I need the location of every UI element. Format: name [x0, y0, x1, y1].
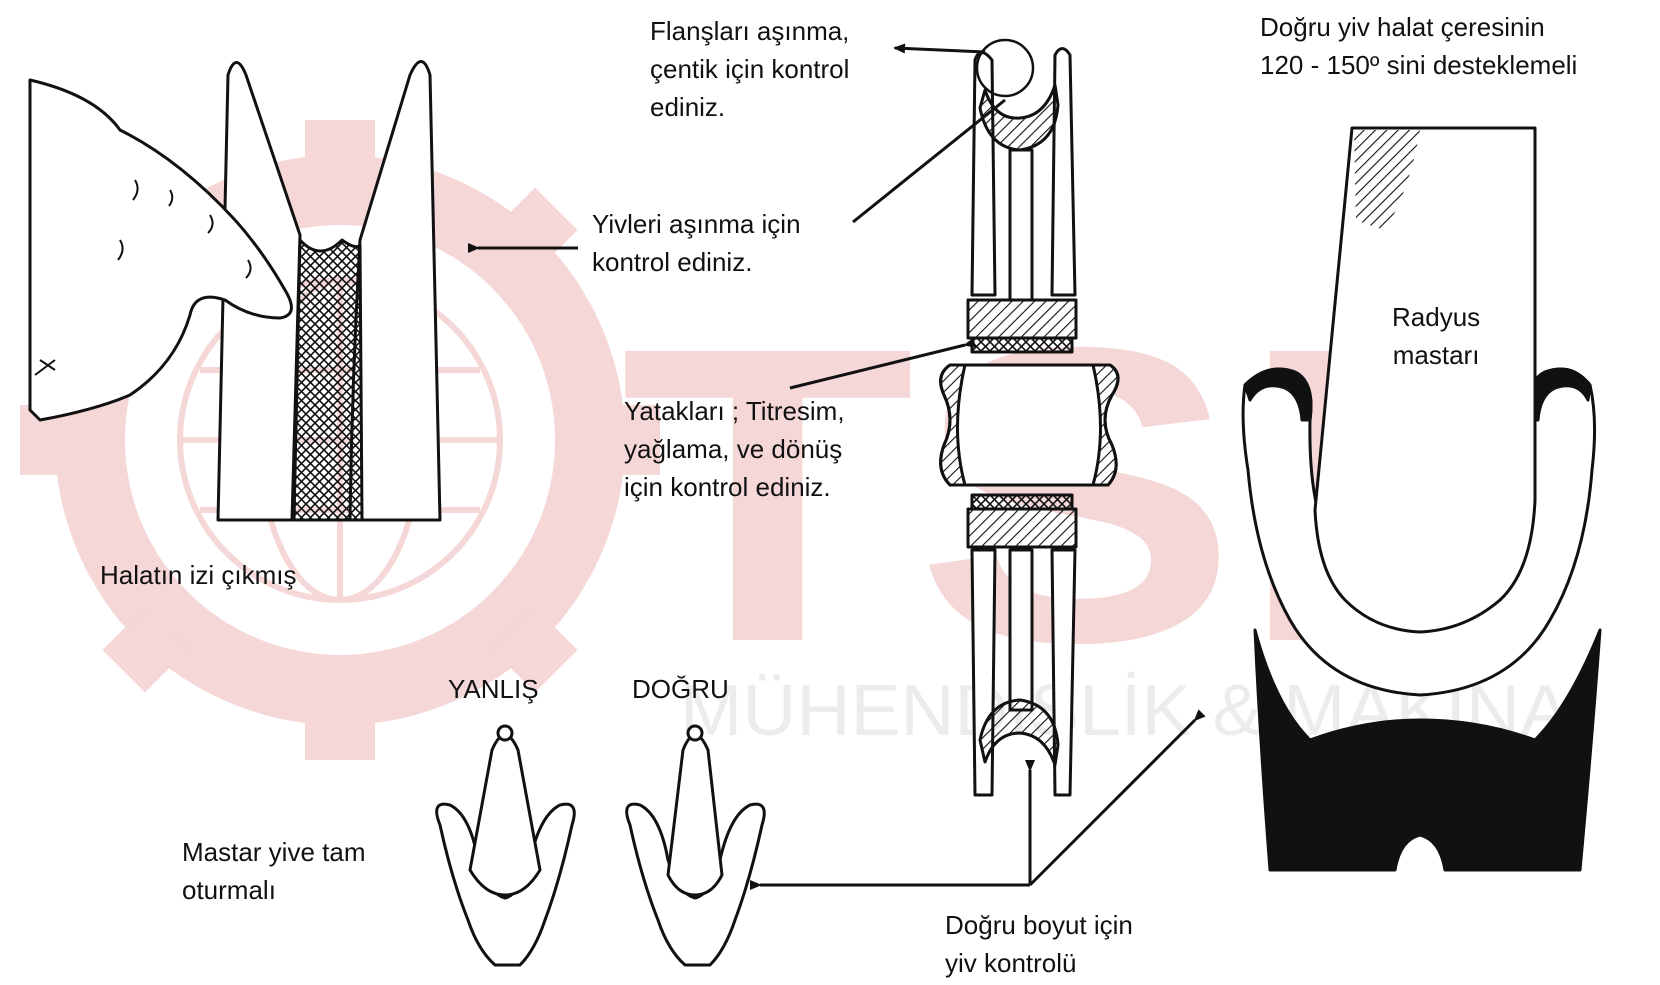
right-gauge	[666, 733, 724, 897]
upper-groove	[978, 83, 1060, 152]
hub-left-hatch	[939, 363, 967, 487]
gauge-fit-line-2: oturmalı	[182, 875, 276, 905]
lower-web	[1008, 548, 1034, 712]
gauge-fit-label: Mastar yive tam oturmalı	[182, 833, 366, 909]
bearing-check-label: Yatakları ; Titresim, yağlama, ve dönüş …	[624, 392, 845, 506]
right-gauge-hole	[686, 724, 704, 742]
wrong-groove	[435, 802, 576, 967]
radius-gauge-detail	[1241, 126, 1602, 872]
groove-check-line-2: kontrol ediniz.	[592, 247, 753, 277]
upper-bearing-liner	[970, 336, 1074, 354]
upper-bearing-housing	[966, 298, 1078, 340]
wrong-gauge-hole	[496, 724, 514, 742]
gauge-hatch	[1354, 130, 1420, 230]
groove-leader	[852, 98, 1006, 224]
bearing-check-line-2: yağlama, ve dönüş	[624, 434, 843, 464]
groove-profile-shade	[1243, 367, 1592, 422]
support-label: Doğru yiv halat çeresinin 120 - 150º sin…	[1260, 8, 1577, 84]
support-line-2: 120 - 150º sini desteklemeli	[1260, 50, 1578, 80]
watermark-gear	[55, 155, 625, 725]
wrong-label: YANLIŞ	[448, 670, 539, 708]
radius-gauge-line-1: Radyus	[1392, 302, 1481, 332]
hub	[939, 363, 1120, 487]
bearing-leader	[789, 337, 976, 390]
finger-crease	[34, 179, 252, 376]
leader-lines	[468, 43, 1206, 890]
right-text: DOĞRU	[632, 674, 729, 704]
radius-gauge-label: Radyus mastarı	[1392, 298, 1480, 374]
radius-gauge-line-2: mastarı	[1392, 340, 1480, 370]
right-label: DOĞRU	[632, 670, 729, 708]
hub-right-hatch	[1091, 363, 1120, 487]
gauge-comparison	[435, 724, 766, 967]
support-line-1: Doğru yiv halat çeresinin	[1260, 12, 1545, 42]
sheave-cross-section	[939, 38, 1120, 797]
lower-groove	[978, 698, 1060, 767]
wrong-gauge	[468, 733, 542, 897]
size-check-line-2: yiv kontrolü	[945, 948, 1077, 978]
flange-check-line-3: ediniz.	[650, 92, 726, 122]
flange-leader	[893, 43, 986, 54]
right-groove	[625, 802, 766, 967]
flange-detail-circle	[975, 38, 1035, 98]
bearing-check-line-3: için kontrol ediniz.	[624, 472, 831, 502]
flange-check-label: Flanşları aşınma, çentik için kontrol ed…	[650, 12, 849, 126]
size-check-leader-diag	[1028, 709, 1206, 887]
finger-icon	[28, 78, 293, 422]
lower-bearing-housing	[966, 507, 1078, 549]
flange-check-line-1: Flanşları aşınma,	[650, 16, 850, 46]
groove-check-label: Yivleri aşınma için kontrol ediniz.	[592, 205, 801, 281]
groove-block-fill	[1253, 628, 1602, 872]
rope-mark-text: Halatın izi çıkmış	[100, 560, 297, 590]
size-check-label: Doğru boyut için yiv kontrolü	[945, 906, 1133, 982]
lower-bearing-liner	[970, 493, 1074, 511]
rope-mark-label: Halatın izi çıkmış	[100, 556, 297, 594]
bearing-check-line-1: Yatakları ; Titresim,	[624, 396, 845, 426]
gauge-fit-line-1: Mastar yive tam	[182, 837, 366, 867]
flange-check-line-2: çentik için kontrol	[650, 54, 850, 84]
groove-closeup	[28, 60, 442, 522]
rope-imprint	[292, 238, 364, 522]
upper-web	[1008, 148, 1034, 302]
upper-rim-left	[970, 51, 997, 297]
wrong-text: YANLIŞ	[448, 674, 539, 704]
radius-gauge-blade	[1313, 126, 1537, 634]
groove-check-line-1: Yivleri aşınma için	[592, 209, 801, 239]
size-check-line-1: Doğru boyut için	[945, 910, 1133, 940]
